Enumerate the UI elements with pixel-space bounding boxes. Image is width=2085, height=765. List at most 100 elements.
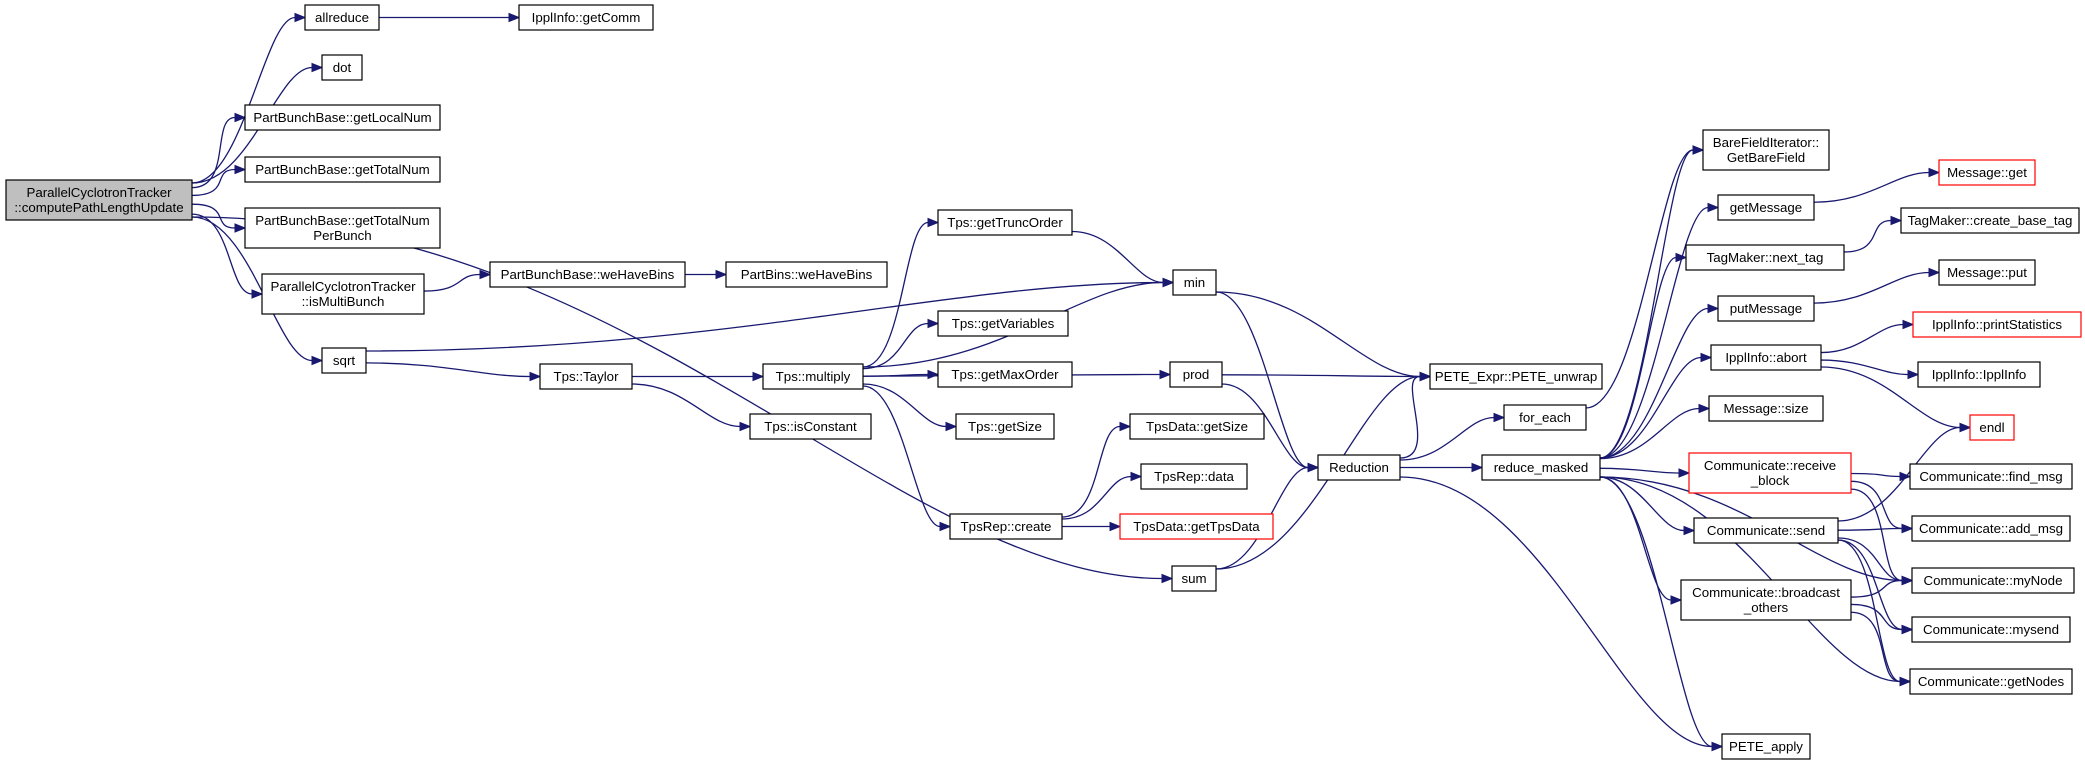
node-pete-apply[interactable]: PETE_apply xyxy=(1721,733,1811,760)
node-dot[interactable]: dot xyxy=(321,54,363,81)
edge-arrowhead xyxy=(1670,595,1683,605)
node-label: IpplInfo::getComm xyxy=(532,10,641,25)
node-min[interactable]: min xyxy=(1172,269,1217,296)
node-box xyxy=(1171,565,1217,592)
edge-line xyxy=(1599,206,1709,459)
node-put-message[interactable]: putMessage xyxy=(1717,295,1815,322)
edge-reduce-masked-to-pete-apply xyxy=(1599,476,1724,752)
node-get-local-num[interactable]: PartBunchBase::getLocalNum xyxy=(244,104,441,131)
node-pb-we-have-bins[interactable]: PartBins::weHaveBins xyxy=(725,261,888,288)
node-get-total-num[interactable]: PartBunchBase::getTotalNum xyxy=(244,156,441,183)
node-abort[interactable]: IpplInfo::abort xyxy=(1710,344,1822,371)
edge-line xyxy=(1599,356,1702,459)
node-create-base-tag[interactable]: TagMaker::create_base_tag xyxy=(1900,207,2080,234)
node-box xyxy=(304,4,380,31)
node-msg-get[interactable]: Message::get xyxy=(1938,159,2036,186)
node-get-comm[interactable]: IpplInfo::getComm xyxy=(518,4,654,31)
edge-arrowhead xyxy=(1901,575,1914,586)
node-sum[interactable]: sum xyxy=(1171,565,1217,592)
node-reduce-masked[interactable]: reduce_masked xyxy=(1481,454,1601,481)
edge-line xyxy=(862,385,941,528)
edge-line xyxy=(862,221,929,368)
edge-arrowhead xyxy=(479,269,492,280)
edge-reduce-masked-to-get-message xyxy=(1599,202,1720,459)
node-pete-unwrap[interactable]: PETE_Expr::PETE_unwrap xyxy=(1429,363,1603,390)
node-label: Reduction xyxy=(1329,460,1389,475)
edge-multiply-to-get-size xyxy=(862,383,958,432)
node-tps-rep-create[interactable]: TpsRep::create xyxy=(949,513,1063,540)
edge-next-tag-to-create-base-tag xyxy=(1843,215,1903,253)
node-allreduce[interactable]: allreduce xyxy=(304,4,380,31)
node-ippl-info[interactable]: IpplInfo::IpplInfo xyxy=(1917,361,2041,388)
node-my-node[interactable]: Communicate::myNode xyxy=(1911,567,2075,594)
edge-line xyxy=(1061,475,1132,520)
node-endl[interactable]: endl xyxy=(1969,414,2015,441)
edge-arrowhead xyxy=(1493,412,1506,423)
node-prod[interactable]: prod xyxy=(1169,361,1223,388)
edge-line xyxy=(1813,171,1930,203)
edge-line xyxy=(1061,425,1121,518)
node-taylor[interactable]: Tps::Taylor xyxy=(539,363,633,390)
node-get-size[interactable]: Tps::getSize xyxy=(955,413,1055,440)
edge-reduce-masked-to-put-message xyxy=(1599,303,1720,459)
edge-arrowhead xyxy=(1890,215,1903,226)
edge-line xyxy=(1399,375,1421,459)
node-get-message[interactable]: getMessage xyxy=(1717,194,1815,221)
node-box xyxy=(1140,463,1248,490)
edge-reduce-masked-to-next-tag xyxy=(1599,252,1688,459)
node-next-tag[interactable]: TagMaker::next_tag xyxy=(1685,244,1845,271)
edge-reduce-masked-to-receive-block xyxy=(1599,467,1691,478)
node-label: ::computePathLengthUpdate xyxy=(14,200,183,215)
edge-arrowhead xyxy=(752,371,765,382)
node-broadcast-others[interactable]: Communicate::broadcast_others xyxy=(1680,579,1852,621)
edge-arrowhead xyxy=(1907,369,1920,380)
node-box xyxy=(244,207,441,249)
node-box xyxy=(749,413,872,440)
node-send[interactable]: Communicate::send xyxy=(1693,517,1839,544)
node-msg-size[interactable]: Message::size xyxy=(1708,395,1824,422)
node-label: sum xyxy=(1181,571,1206,586)
node-for-each[interactable]: for_each xyxy=(1503,404,1587,431)
node-label: prod xyxy=(1183,367,1210,382)
node-root[interactable]: ParallelCyclotronTracker::computePathLen… xyxy=(5,179,193,221)
node-mysend[interactable]: Communicate::mysend xyxy=(1911,616,2071,643)
node-get-bare-field[interactable]: BareFieldIterator::GetBareField xyxy=(1702,129,1830,171)
node-receive-block[interactable]: Communicate::receive_block xyxy=(1688,452,1852,494)
edge-line xyxy=(1837,527,1903,531)
node-add-msg[interactable]: Communicate::add_msg xyxy=(1911,515,2071,542)
node-box xyxy=(1917,361,2041,388)
edge-root-to-get-total-num xyxy=(191,164,247,197)
edge-line xyxy=(1599,476,1901,683)
node-is-constant[interactable]: Tps::isConstant xyxy=(749,413,872,440)
edge-line xyxy=(1843,219,1892,253)
node-get-tps-data[interactable]: TpsData::getTpsData xyxy=(1119,513,1274,540)
node-get-trunc-order[interactable]: Tps::getTruncOrder xyxy=(937,209,1073,236)
edge-arrowhead xyxy=(715,269,728,280)
edge-arrowhead xyxy=(1707,202,1720,213)
edge-prod-to-pete-unwrap xyxy=(1221,371,1432,382)
node-box xyxy=(1909,463,2073,490)
node-pbb-we-have-bins[interactable]: PartBunchBase::weHaveBins xyxy=(489,261,686,288)
node-print-statistics[interactable]: IpplInfo::printStatistics xyxy=(1912,311,2082,338)
node-get-nodes[interactable]: Communicate::getNodes xyxy=(1909,668,2073,695)
edge-arrowhead xyxy=(939,521,952,532)
edge-get-message-to-msg-get xyxy=(1813,167,1941,203)
node-reduction[interactable]: Reduction xyxy=(1317,454,1401,481)
node-find-msg[interactable]: Communicate::find_msg xyxy=(1909,463,2073,490)
edge-arrowhead xyxy=(251,289,264,299)
node-get-max-order[interactable]: Tps::getMaxOrder xyxy=(937,361,1073,388)
node-multiply[interactable]: Tps::multiply xyxy=(762,363,864,390)
node-tps-data-get-size[interactable]: TpsData::getSize xyxy=(1129,413,1265,440)
node-tps-rep-data[interactable]: TpsRep::data xyxy=(1140,463,1248,490)
edge-allreduce-to-get-comm xyxy=(379,12,521,23)
edge-arrowhead xyxy=(311,62,324,73)
node-label: Communicate::add_msg xyxy=(1919,521,2063,536)
edge-multiply-to-tps-rep-create xyxy=(862,385,952,532)
node-sqrt[interactable]: sqrt xyxy=(321,347,367,374)
node-is-multi-bunch[interactable]: ParallelCyclotronTracker::isMultiBunch xyxy=(261,273,425,315)
node-get-variables[interactable]: Tps::getVariables xyxy=(937,310,1069,337)
node-msg-put[interactable]: Message::put xyxy=(1938,259,2036,286)
node-label: Communicate::send xyxy=(1707,523,1825,538)
node-box xyxy=(1129,413,1265,440)
